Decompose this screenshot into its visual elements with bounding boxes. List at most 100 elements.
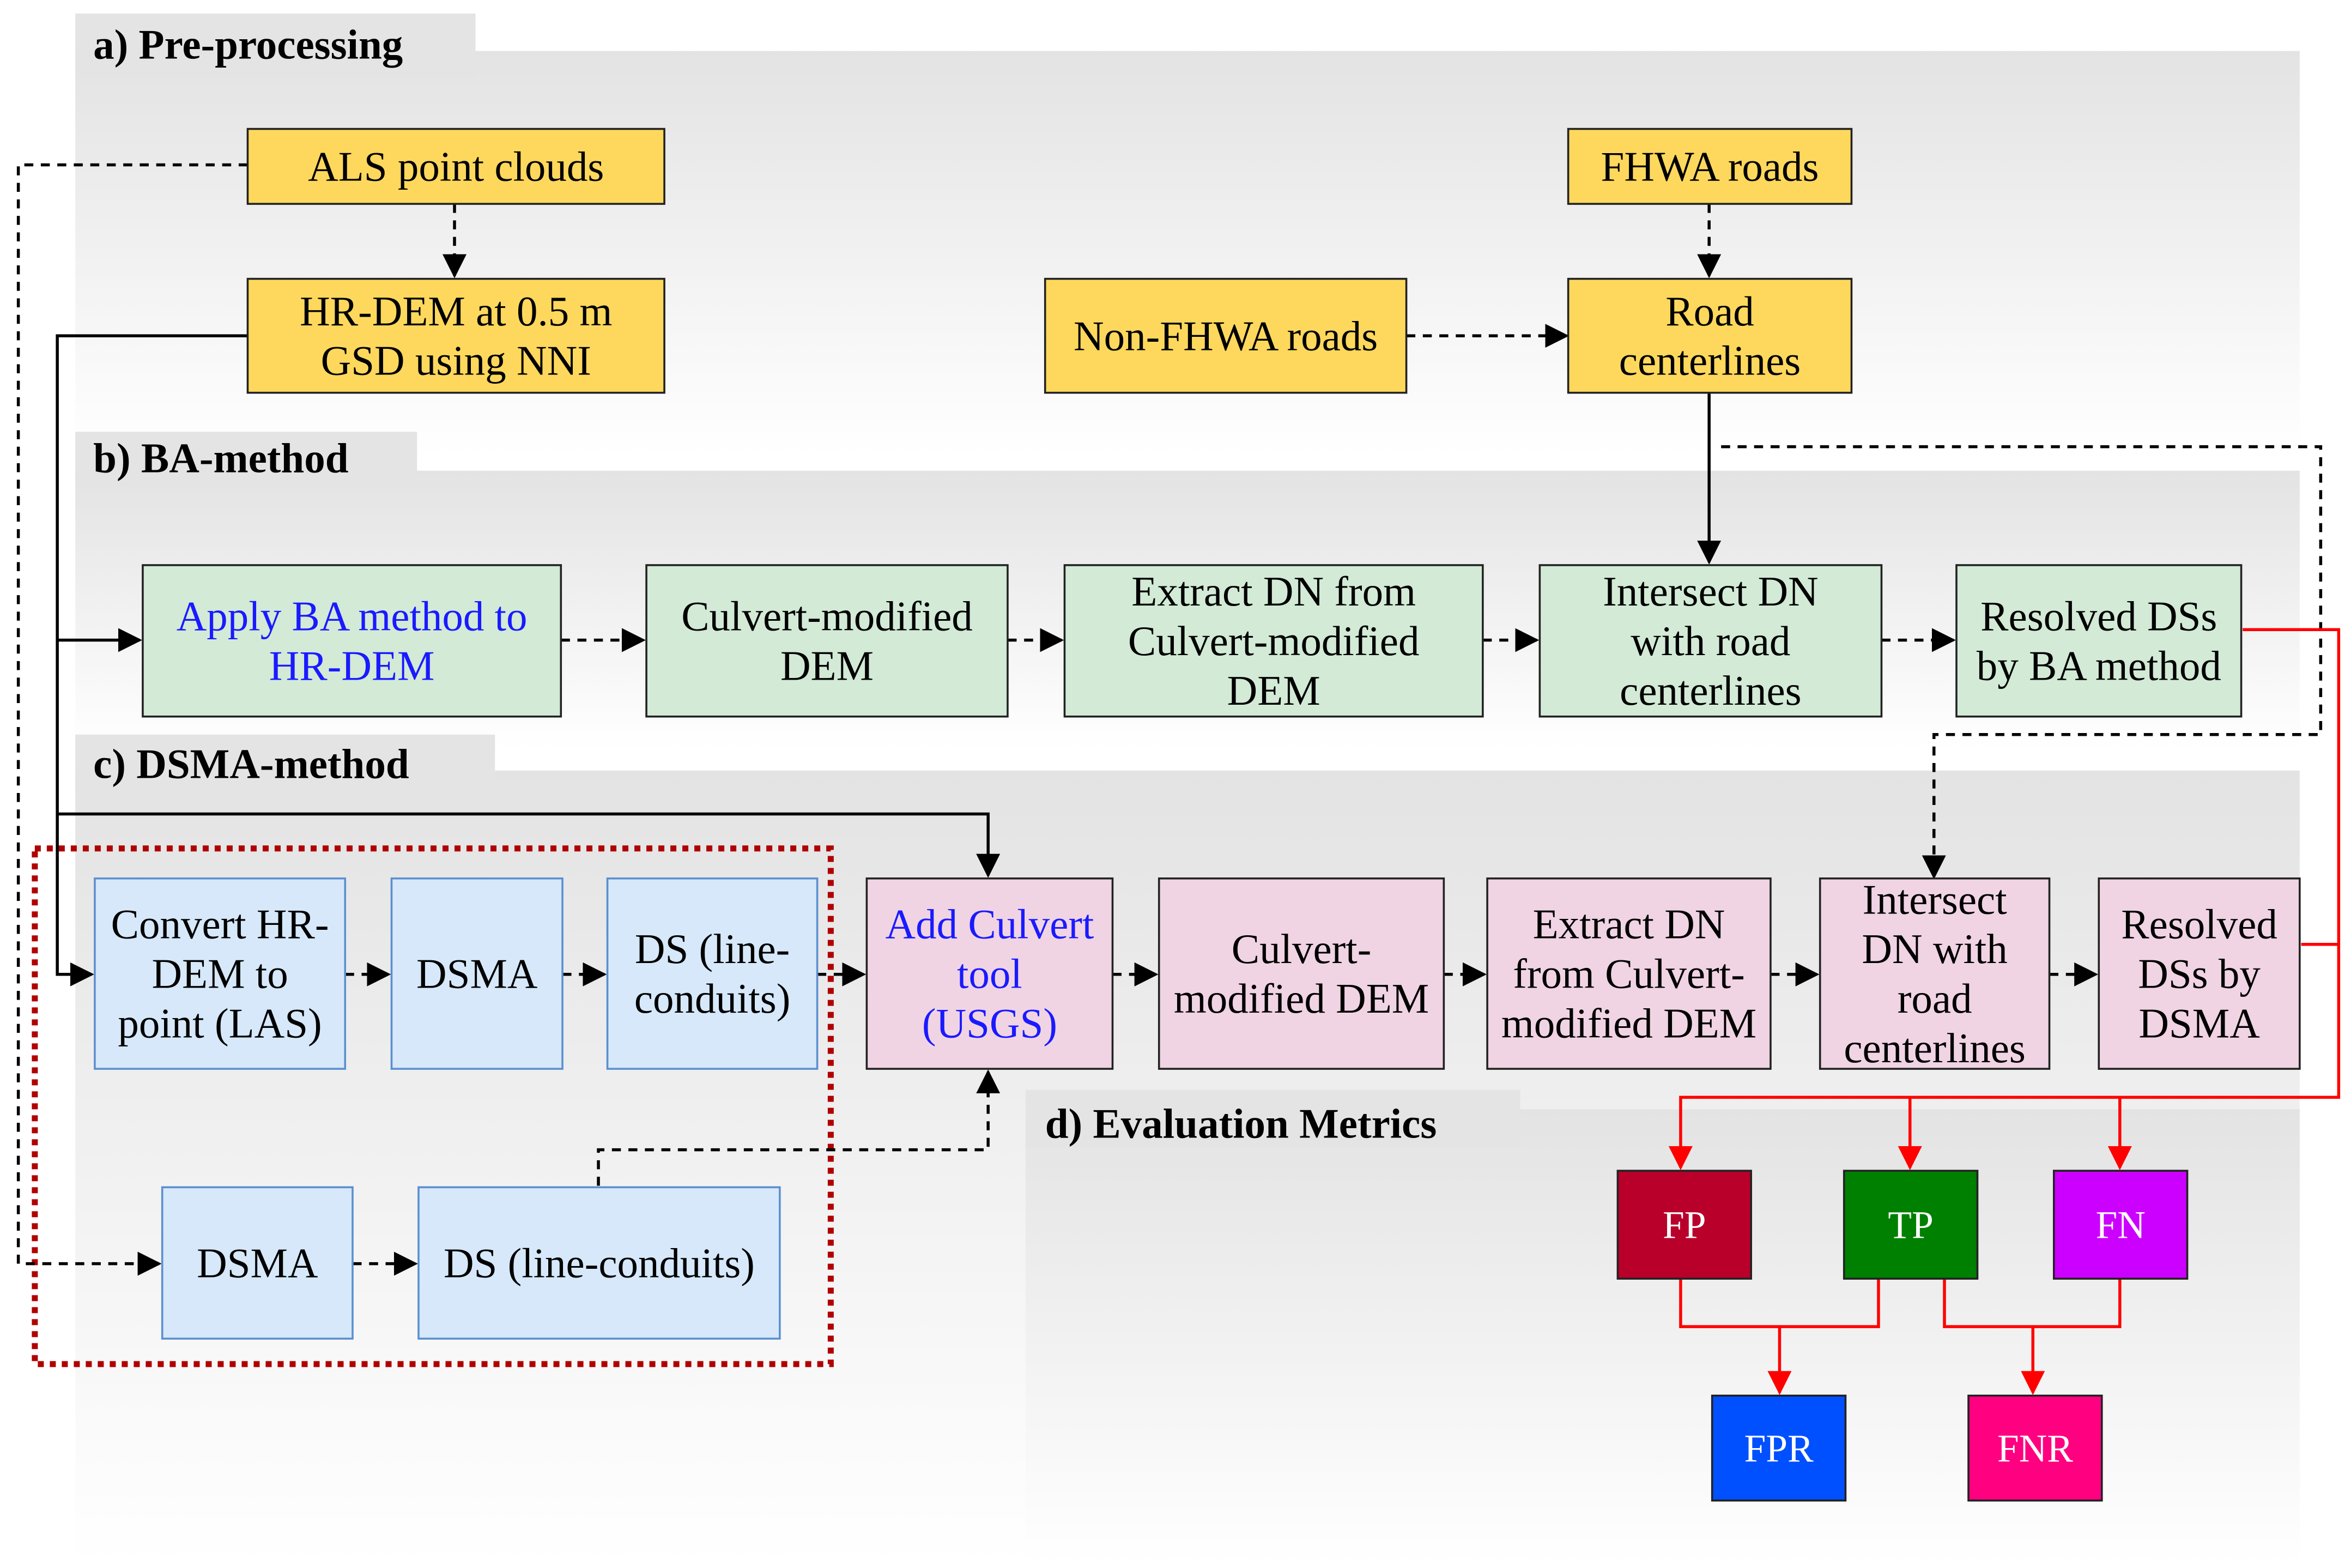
- node-dsma-extract-label: from Culvert-: [1513, 951, 1745, 997]
- node-als-box: [246, 128, 665, 205]
- node-add-culvert-label: (USGS): [922, 1000, 1057, 1046]
- node-fpr-label: FPR: [1744, 1427, 1814, 1470]
- node-ba-apply-label: Apply BA method to: [177, 593, 528, 640]
- tab-evaluation: [1025, 1089, 1520, 1147]
- node-ba-resolved-label: Resolved DSs: [1980, 593, 2217, 640]
- node-add-culvert-label: tool: [957, 951, 1022, 997]
- section-titles: a) Pre-processing b) BA-method c) DSMA-m…: [75, 13, 1520, 1147]
- node-ba-intersect-box: [1538, 564, 1883, 718]
- tab-preprocessing: [75, 13, 476, 78]
- node-ba-apply-label: HR-DEM: [269, 642, 435, 689]
- node-dsma1: DSMA: [390, 877, 563, 1070]
- node-ba-extract-label: Culvert-modified: [1128, 617, 1420, 664]
- node-ds1-label: conduits): [634, 975, 791, 1022]
- title-preprocessing: a) Pre-processing: [93, 21, 403, 68]
- node-nonfhwa: Non-FHWA roads: [1044, 277, 1408, 394]
- node-ba-extract-label: DEM: [1227, 667, 1320, 714]
- node-tp-label: TP: [1888, 1203, 1933, 1246]
- node-dsma-intersect-label: road: [1898, 975, 1972, 1022]
- node-dsma2: DSMA: [161, 1186, 354, 1340]
- node-dsma-extract-label: modified DEM: [1501, 1000, 1756, 1046]
- node-dsma-extract-box: [1486, 877, 1772, 1070]
- evaluation-connectors: [1668, 628, 2341, 1395]
- node-ba-culvert-label: Culvert-modified: [681, 593, 973, 640]
- node-ds2-label: DS (line-conduits): [444, 1239, 755, 1286]
- node-dsma-culvert-label: Culvert-: [1232, 925, 1372, 972]
- node-hrdem-label: GSD using NNI: [321, 337, 591, 384]
- node-ba-resolved-label: by BA method: [1977, 642, 2221, 689]
- node-dsma-culvert-label: modified DEM: [1174, 975, 1429, 1022]
- hrdem-to-convert-connector: [56, 334, 248, 986]
- connectors: [16, 163, 2323, 1276]
- node-fhwa: FHWA roads: [1567, 128, 1853, 205]
- node-als-label: ALS point clouds: [308, 143, 604, 190]
- node-road-label: centerlines: [1619, 337, 1801, 384]
- hrdem-to-add-culvert-connector: [57, 812, 1001, 878]
- tab-ba-method: [75, 432, 417, 486]
- node-ba-extract-label: Extract DN from: [1131, 568, 1416, 615]
- node-ba-extract-box: [1063, 564, 1484, 718]
- node-add-culvert-label: Add Culvert: [886, 901, 1094, 948]
- title-dsma-method: c) DSMA-method: [93, 740, 409, 787]
- node-fnr-box: [1967, 1394, 2103, 1502]
- node-dsma-culvert: Culvert-modified DEM: [1158, 877, 1445, 1070]
- node-fn: FN: [2052, 1170, 2189, 1280]
- road-to-dsma-intersect-connector: [1721, 445, 2323, 880]
- node-nonfhwa-label: Non-FHWA roads: [1074, 312, 1378, 359]
- node-dsma2-box: [161, 1186, 354, 1340]
- node-dsma-intersect-label: centerlines: [1844, 1025, 2026, 1071]
- dsma-group-border: [32, 845, 834, 1367]
- panel-preprocessing: [75, 51, 2300, 456]
- node-fpr: FPR: [1711, 1394, 1847, 1502]
- node-hrdem-label: HR-DEM at 0.5 m: [300, 288, 612, 335]
- node-convert-box: [94, 877, 347, 1070]
- node-nonfhwa-box: [1044, 277, 1408, 394]
- als-to-dsma-connector: [16, 163, 248, 1276]
- node-fnr-label: FNR: [1997, 1427, 2073, 1470]
- node-tp: TP: [1843, 1170, 1979, 1280]
- node-dsma2-label: DSMA: [197, 1239, 318, 1286]
- node-road-box: [1567, 277, 1853, 394]
- node-dsma-intersect-label: Intersect: [1863, 876, 2007, 923]
- node-convert-label: DEM to: [152, 951, 288, 997]
- node-hrdem-box: [246, 277, 665, 394]
- resolved-to-fp-connector: [1668, 628, 2341, 1171]
- node-fhwa-box: [1567, 128, 1853, 205]
- node-ba-intersect-label: with road: [1631, 617, 1790, 664]
- node-tp-box: [1843, 1170, 1979, 1280]
- node-dsma1-label: DSMA: [416, 951, 538, 997]
- node-ba-intersect-label: centerlines: [1620, 667, 1801, 714]
- node-fnr: FNR: [1967, 1394, 2103, 1502]
- node-ds1-label: DS (line-: [635, 925, 790, 972]
- node-road-label: Road: [1665, 288, 1754, 335]
- node-ds1: DS (line-conduits): [606, 877, 819, 1070]
- node-fhwa-label: FHWA roads: [1601, 143, 1819, 190]
- node-dsma-extract-label: Extract DN: [1533, 901, 1725, 948]
- node-convert-label: Convert HR-: [111, 901, 329, 948]
- node-ba-culvert-box: [645, 564, 1009, 718]
- node-fn-box: [2052, 1170, 2189, 1280]
- ds2-to-add-culvert-connector: [597, 1069, 1001, 1186]
- title-ba-method: b) BA-method: [93, 434, 348, 481]
- node-fp-label: FP: [1663, 1203, 1706, 1246]
- node-fp-box: [1616, 1170, 1752, 1280]
- node-dsma-resolved-box: [2098, 877, 2301, 1070]
- node-ba-apply-box: [142, 564, 562, 718]
- node-dsma-intersect-box: [1819, 877, 2051, 1070]
- node-dsma-resolved-label: Resolved: [2121, 901, 2277, 948]
- node-ba-culvert-label: DEM: [780, 642, 874, 689]
- node-fpr-box: [1711, 1394, 1847, 1502]
- node-ba-intersect-label: Intersect DN: [1603, 568, 1819, 615]
